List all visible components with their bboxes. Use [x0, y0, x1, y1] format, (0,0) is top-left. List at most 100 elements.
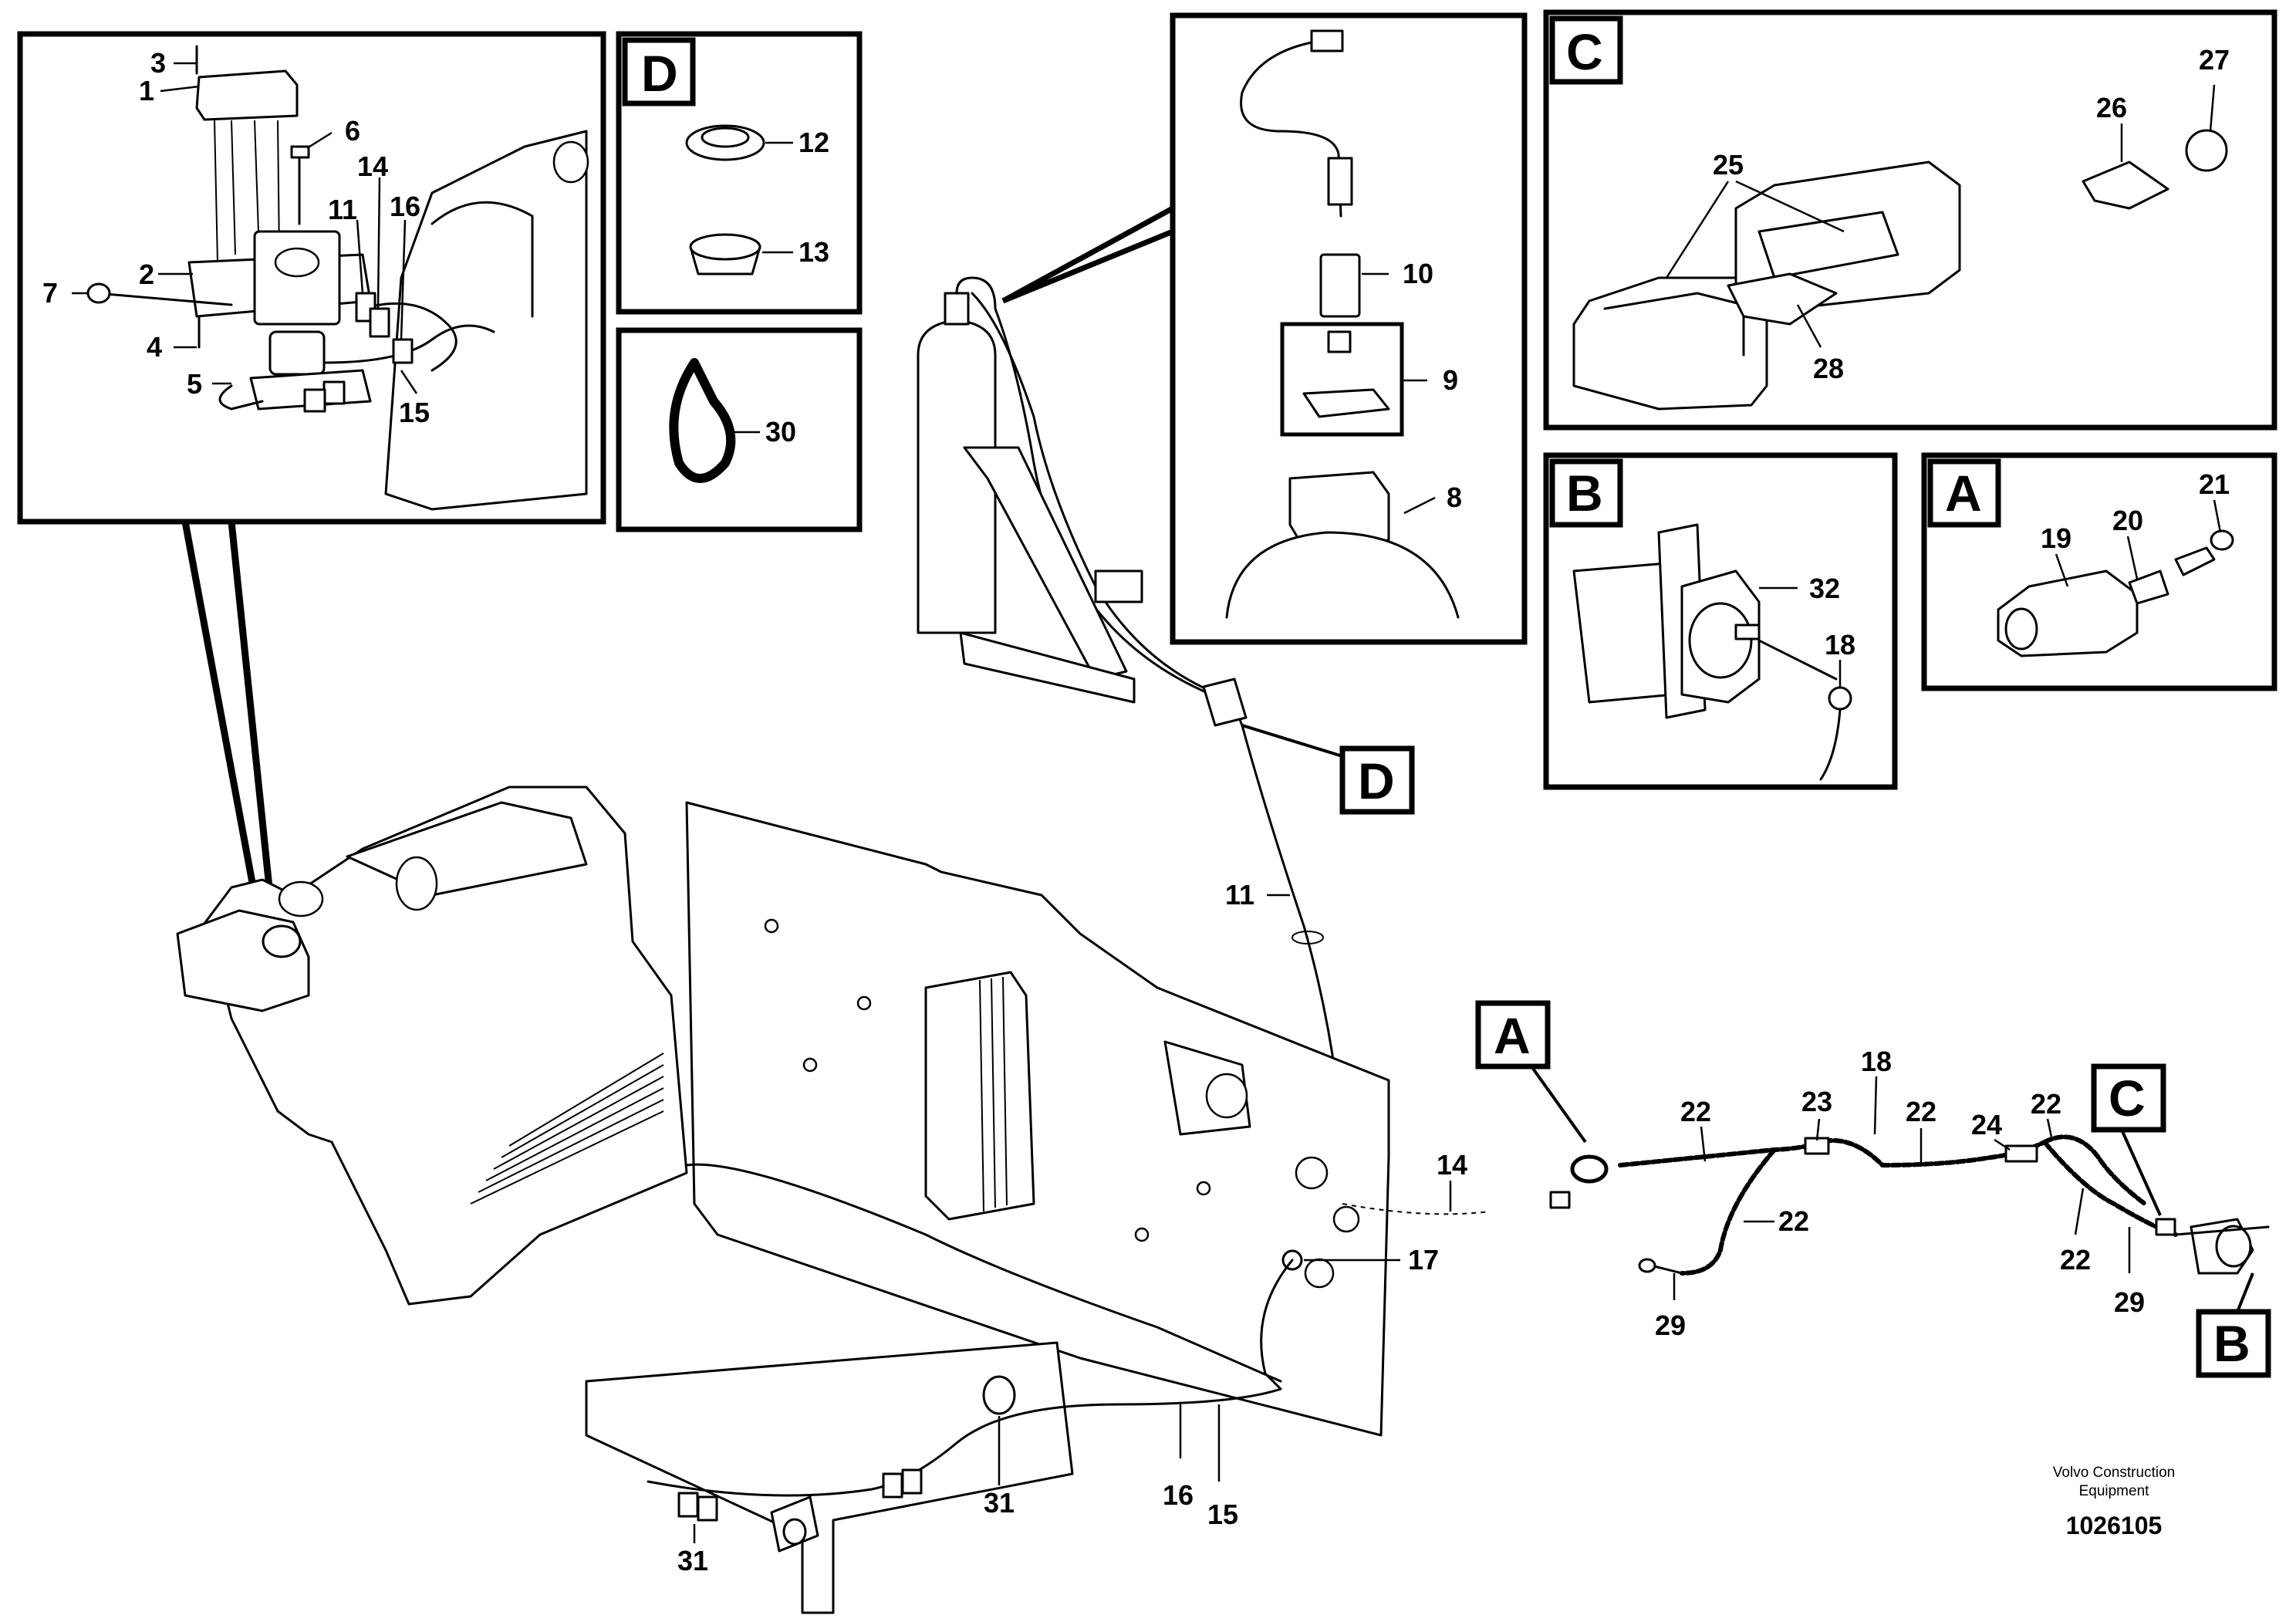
sensor-cable-10 — [1240, 41, 1342, 218]
label-15-main: 15 — [1207, 1499, 1238, 1530]
panel-connector-face — [782, 1518, 807, 1546]
label-31b: 31 — [984, 1487, 1015, 1519]
harness-18 — [1618, 1138, 2047, 1168]
leader-25a — [1735, 180, 1845, 233]
b-callout-leader — [2236, 1272, 2254, 1313]
leader-19 — [2055, 553, 2069, 587]
switch-knob — [262, 924, 302, 958]
leader-25b — [1665, 181, 1730, 279]
lead-29a — [1649, 1264, 1683, 1275]
panel-hole-d — [764, 918, 779, 934]
leader-21 — [2213, 499, 2222, 533]
label-18-main: 18 — [1861, 1046, 1892, 1077]
console-vent — [470, 1053, 664, 1205]
ecu-box — [924, 971, 1035, 1221]
label-13: 13 — [799, 236, 829, 268]
panel-hole-b — [1332, 1205, 1360, 1233]
label-22a: 22 — [1680, 1096, 1711, 1127]
document-number: 1026105 — [2066, 1512, 2163, 1539]
console-cup — [430, 201, 534, 318]
screw-7 — [95, 292, 233, 306]
leader-28 — [1796, 304, 1822, 348]
inset-c-tag: C — [1566, 23, 1603, 80]
label-29b: 29 — [2114, 1286, 2145, 1318]
bottle-cable-11 — [955, 276, 1244, 727]
label-5: 5 — [187, 368, 202, 400]
leader-6 — [306, 131, 333, 150]
sensor-pointer — [1001, 205, 1174, 304]
label-15: 15 — [399, 397, 430, 428]
c-callout-leader — [2120, 1129, 2162, 1216]
label-18b: 18 — [1825, 629, 1855, 661]
label-27: 27 — [2199, 44, 2230, 76]
bracket-32 — [1572, 562, 1676, 704]
switch-body — [253, 230, 341, 326]
solenoid-face — [1688, 602, 1753, 679]
leader-1 — [160, 85, 200, 93]
leader-22e — [2074, 1188, 2085, 1235]
switch-harness-a — [322, 324, 495, 364]
console-round-hole — [278, 880, 324, 917]
a-callout-leader — [1530, 1065, 1587, 1144]
inset-sensor: 10 9 8 — [1170, 12, 1528, 645]
inset-b-solenoid: B 32 18 — [1543, 452, 1898, 790]
label-24: 24 — [1971, 1109, 2002, 1140]
label-11-main: 11 — [1225, 879, 1254, 911]
stand-arm — [1094, 569, 1143, 603]
screw-6-head — [290, 145, 310, 159]
cable-16-panel — [1260, 1259, 1294, 1391]
label-16-main: 16 — [1163, 1479, 1194, 1511]
harness-22-branch — [1680, 1147, 1777, 1276]
inset-sensor-frame — [1170, 12, 1528, 645]
inset-c-tag-box — [1549, 15, 1623, 85]
d-callout-tag: D — [1358, 752, 1395, 809]
harness-right: A C B 22 23 18 22 — [1475, 1000, 2271, 1378]
label-17: 17 — [1408, 1244, 1439, 1276]
leader-15 — [400, 370, 418, 394]
inset-a-connector: A 19 20 21 — [1921, 452, 2277, 691]
panel-hole-h — [1196, 1181, 1211, 1196]
connector-a-end — [1549, 1191, 1571, 1209]
wire-5 — [218, 384, 264, 411]
sensor-flange-9 — [1302, 388, 1390, 418]
label-21: 21 — [2199, 468, 2230, 500]
inset-pointer-lines — [181, 521, 274, 896]
stand-base — [959, 631, 1136, 704]
label-23: 23 — [1801, 1086, 1832, 1117]
connector-15b — [303, 388, 326, 413]
label-11: 11 — [328, 194, 357, 225]
console-background — [384, 130, 588, 511]
console-main — [176, 786, 688, 1306]
label-31a: 31 — [677, 1545, 708, 1576]
relay-31 — [982, 1375, 1016, 1415]
mounting-block — [1288, 471, 1390, 549]
grommet-12-inner — [701, 127, 750, 148]
footer: Volvo Construction Equipment 1026105 — [2053, 1465, 2175, 1539]
cable-14 — [1342, 1203, 1490, 1215]
label-32: 32 — [1809, 573, 1840, 604]
label-28: 28 — [1813, 353, 1844, 384]
connector-15a — [322, 380, 346, 405]
inset-c-connector: C 25 26 27 28 — [1543, 9, 2277, 431]
ecu-fins — [979, 976, 1008, 1212]
bottle-cable-b — [971, 292, 1221, 696]
switch-on-console — [176, 909, 310, 1012]
bottle-valve — [944, 292, 970, 326]
pin-20 — [2128, 569, 2169, 605]
brand-line-2: Equipment — [2079, 1483, 2150, 1499]
terminal-post — [1734, 623, 1761, 640]
a-callout-box — [1475, 1000, 1551, 1070]
console-cupholder — [395, 856, 438, 911]
switch-harness-b — [361, 302, 458, 372]
inset-switch-assembly: 1 2 3 4 5 6 7 11 14 16 15 — [17, 31, 606, 525]
ring-29a — [1638, 1258, 1656, 1273]
panel-hole-a — [1295, 1156, 1329, 1190]
label-12: 12 — [799, 127, 829, 158]
seal-21 — [2210, 529, 2234, 551]
inset-a-frame — [1921, 452, 2277, 691]
sensor-10 — [1319, 253, 1361, 318]
connector-19-face — [2004, 607, 2038, 650]
inset-b-tag: B — [1566, 465, 1603, 522]
leader-14 — [376, 177, 381, 309]
inset-d-frame — [616, 31, 863, 315]
